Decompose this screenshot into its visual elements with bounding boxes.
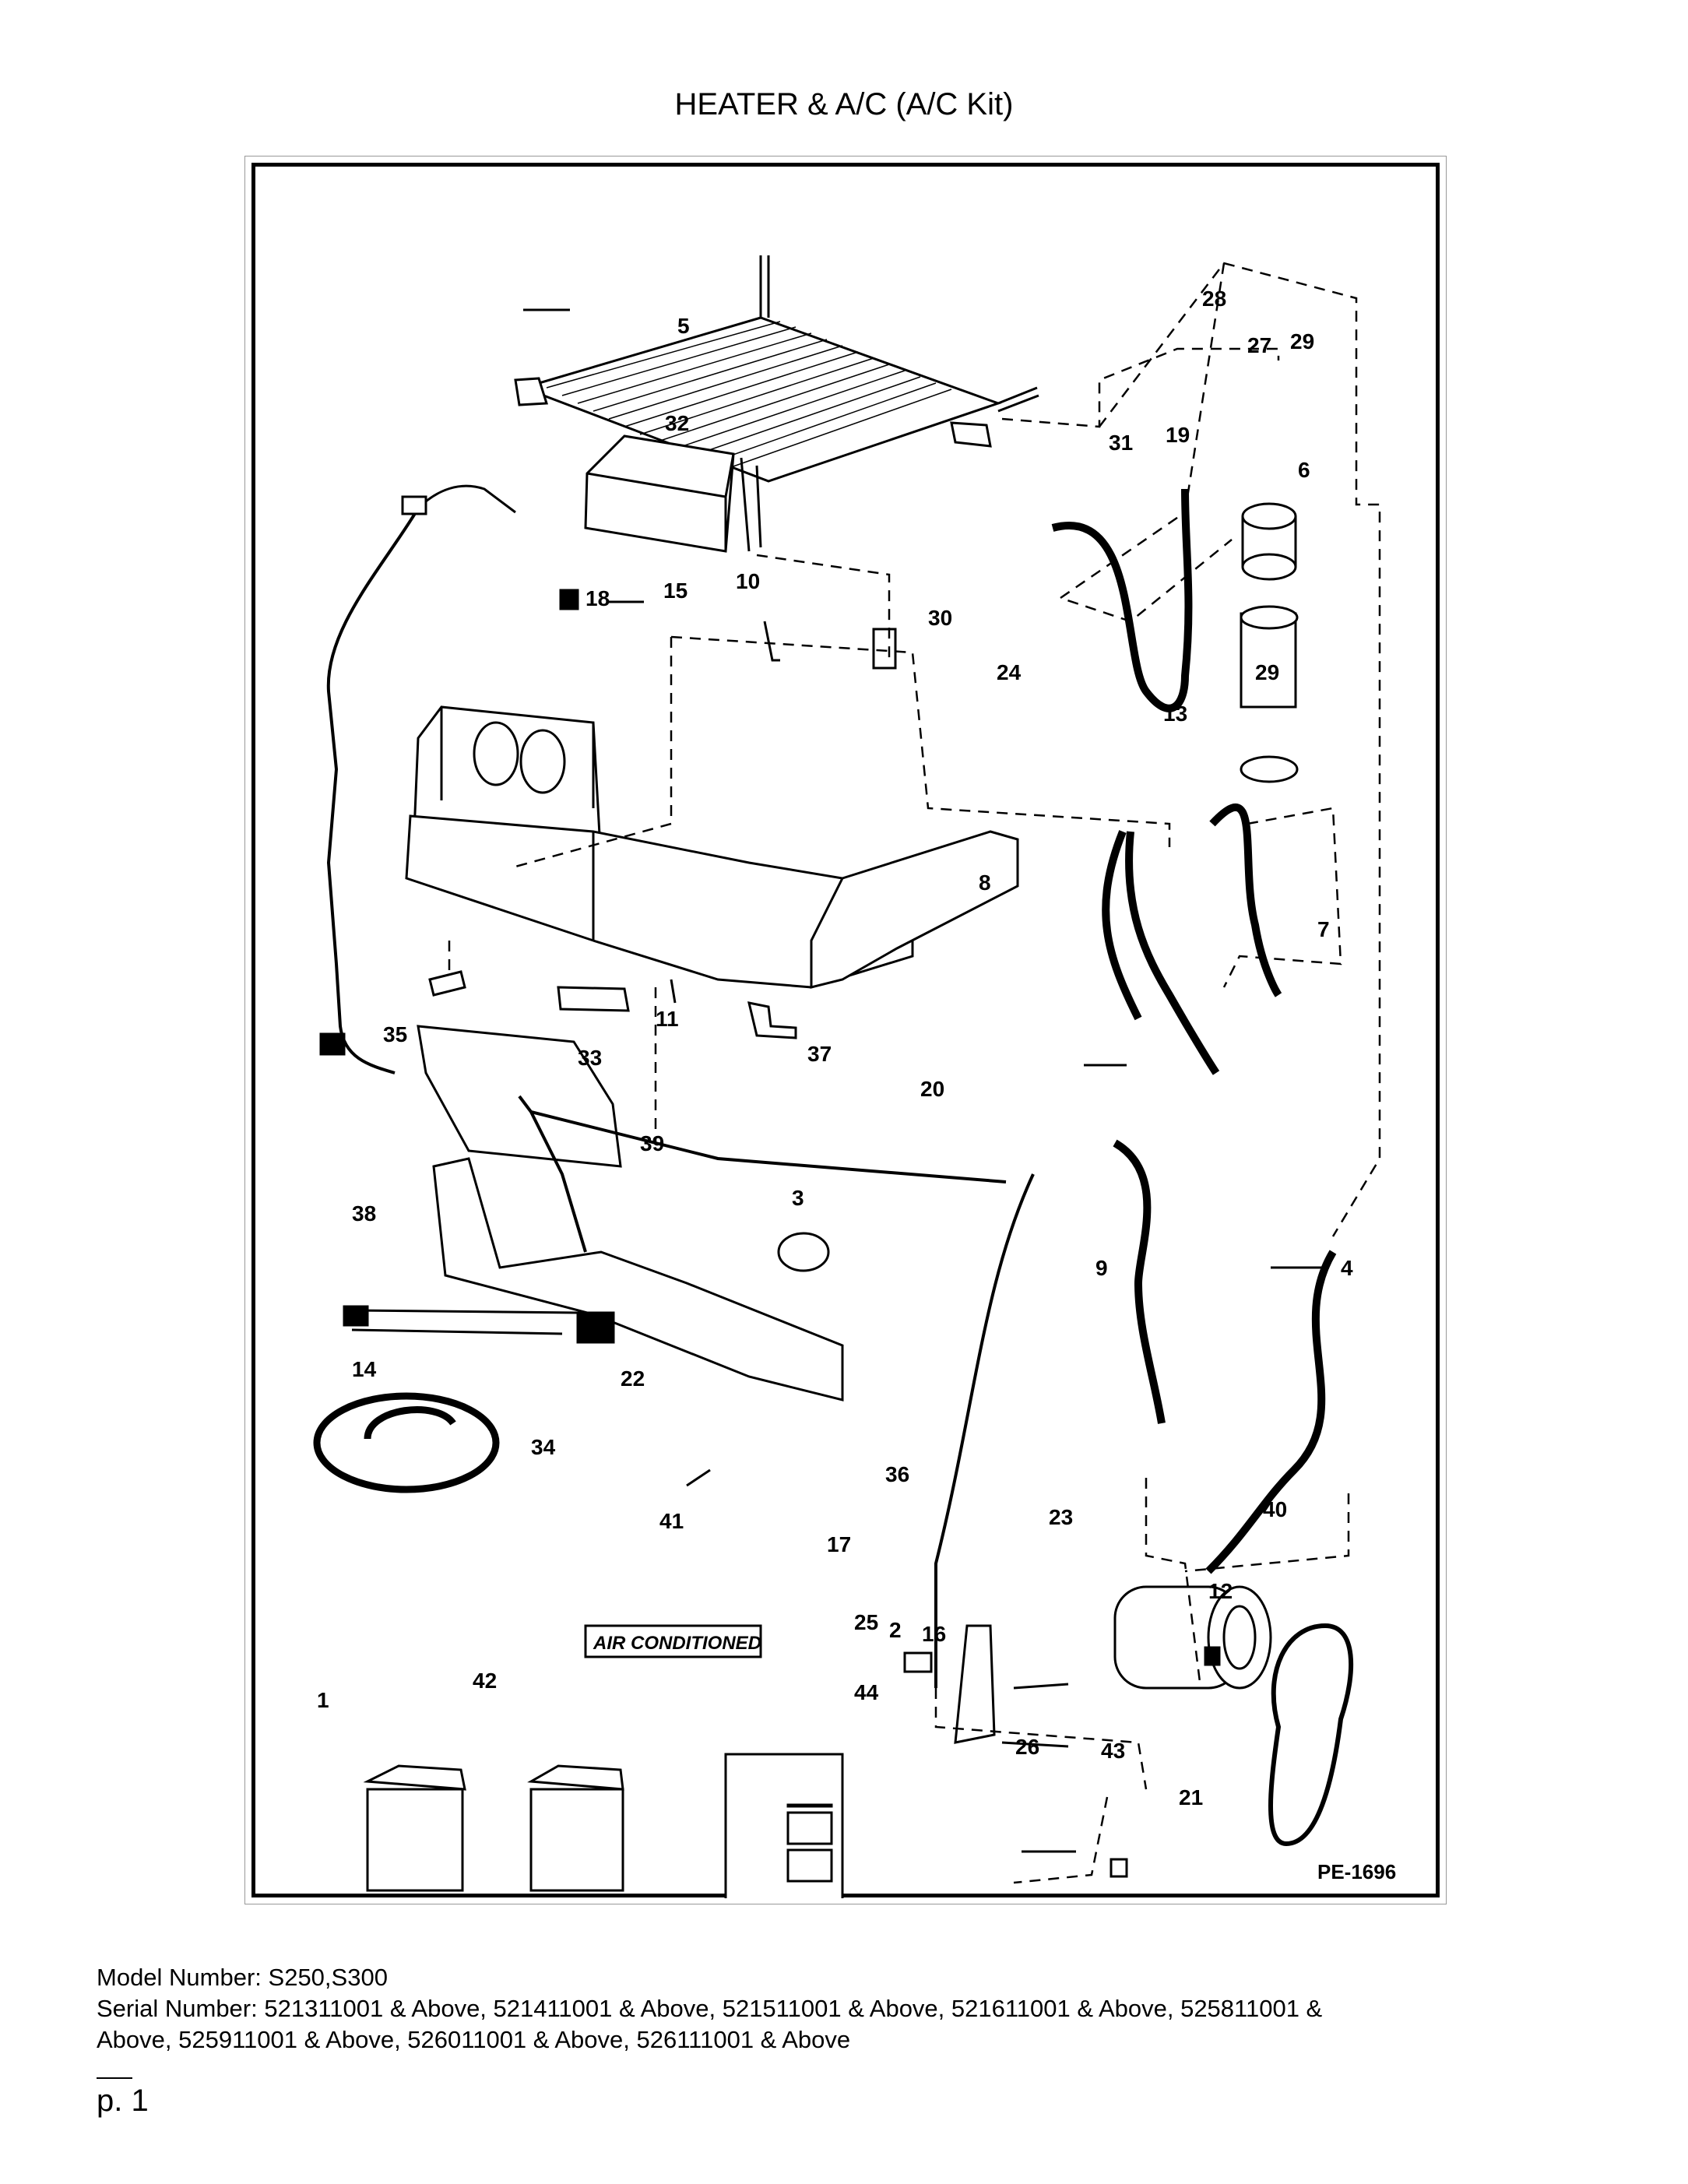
condenser-drawing (514, 255, 1039, 483)
callout-22: 22 (621, 1366, 645, 1391)
callout-24: 24 (997, 660, 1022, 684)
callout-1: 1 (317, 1688, 329, 1712)
callout-28: 28 (1202, 287, 1226, 311)
switch-18-drawing (559, 589, 579, 610)
callout-30: 30 (928, 606, 952, 630)
callout-15: 15 (663, 579, 688, 603)
page-number-rule (97, 2077, 132, 2079)
bracket-35-drawing (428, 970, 466, 997)
callout-42: 42 (473, 1669, 497, 1693)
callout-5: 5 (677, 314, 690, 338)
kit-box-1-drawing (363, 1764, 466, 1892)
diagram-frame (244, 156, 1447, 1904)
page-number: p. 1 (97, 2084, 149, 2118)
serial-number-line-2: Above, 525911001 & Above, 526011001 & Ab… (97, 2026, 851, 2053)
page-title: HEATER & A/C (A/C Kit) (674, 87, 1014, 121)
callout-21: 21 (1179, 1785, 1203, 1809)
callout-35: 35 (383, 1022, 407, 1046)
callout-18: 18 (586, 586, 610, 610)
resistor-14-drawing (351, 1309, 578, 1335)
bracket-16-drawing (954, 1624, 996, 1744)
callout-27: 27 (1247, 333, 1271, 357)
bracket-37-drawing (747, 1001, 797, 1039)
callout-36: 36 (885, 1462, 909, 1486)
harness-20-drawing (518, 1095, 1035, 1688)
callout-labels: 5 28 27 29 31 19 6 32 15 18 10 30 24 13 … (317, 287, 1353, 1809)
routing-lines (448, 262, 1381, 1884)
receiver-drier-6-drawing (1240, 502, 1299, 783)
heater-box-drawing (405, 705, 1019, 989)
callout-2: 2 (889, 1618, 902, 1642)
parts-diagram: 5 28 27 29 31 19 6 32 15 18 10 30 24 13 … (313, 255, 1396, 1898)
callout-6: 6 (1298, 458, 1310, 482)
callout-17: 17 (827, 1532, 851, 1556)
callout-25: 25 (854, 1610, 878, 1634)
clamp-3-drawing (777, 1232, 830, 1272)
callout-4: 4 (1341, 1256, 1353, 1280)
callout-29b: 29 (1255, 660, 1279, 684)
kit-box-42-drawing (527, 1764, 624, 1892)
callout-39: 39 (640, 1131, 664, 1155)
serial-number-line-1: Serial Number: 521311001 & Above, 521411… (97, 1995, 1323, 2022)
callout-13: 13 (1163, 702, 1187, 726)
footer-info: Model Number: S250,S300 Serial Number: 5… (97, 1962, 1623, 2056)
callout-33: 33 (578, 1046, 602, 1070)
callout-31: 31 (1109, 431, 1133, 455)
callout-11: 11 (656, 1007, 679, 1031)
instructions-44-drawing (724, 1753, 844, 1898)
callout-8: 8 (979, 870, 991, 895)
diagram-border (251, 163, 1440, 1897)
wire-harness-drawing (326, 507, 420, 1074)
decal-text: AIR CONDITIONED (593, 1633, 761, 1654)
drain-hose-34-drawing (313, 1392, 500, 1493)
callout-14: 14 (352, 1357, 377, 1381)
panel-38-drawing (432, 1157, 844, 1401)
diagram-reference-code: PE-1696 (1317, 1860, 1396, 1883)
callout-43: 43 (1101, 1739, 1125, 1763)
callout-7: 7 (1317, 917, 1330, 941)
callout-32: 32 (665, 411, 689, 435)
leader-lines (523, 308, 1329, 1487)
callout-12: 12 (1208, 1579, 1233, 1603)
callout-23: 23 (1049, 1505, 1073, 1529)
decal-41-drawing (584, 1624, 762, 1658)
callout-44: 44 (854, 1680, 879, 1704)
callout-38: 38 (352, 1201, 376, 1226)
strip-33-drawing (557, 986, 630, 1012)
callout-20: 20 (920, 1077, 944, 1101)
callout-3: 3 (792, 1186, 804, 1210)
callout-9: 9 (1095, 1256, 1108, 1280)
callout-19: 19 (1166, 423, 1190, 447)
belt-21-drawing (1268, 1623, 1354, 1847)
model-number: Model Number: S250,S300 (97, 1964, 388, 1991)
callout-26: 26 (1015, 1735, 1039, 1759)
callout-41: 41 (659, 1509, 684, 1533)
callout-34: 34 (531, 1435, 556, 1459)
callout-10: 10 (736, 569, 760, 593)
callout-29a: 29 (1290, 329, 1314, 353)
callout-16: 16 (922, 1622, 946, 1646)
evaporator-drawing (584, 434, 762, 553)
callout-40: 40 (1263, 1497, 1287, 1521)
compressor-12-drawing (1113, 1585, 1272, 1690)
callout-37: 37 (807, 1042, 832, 1066)
